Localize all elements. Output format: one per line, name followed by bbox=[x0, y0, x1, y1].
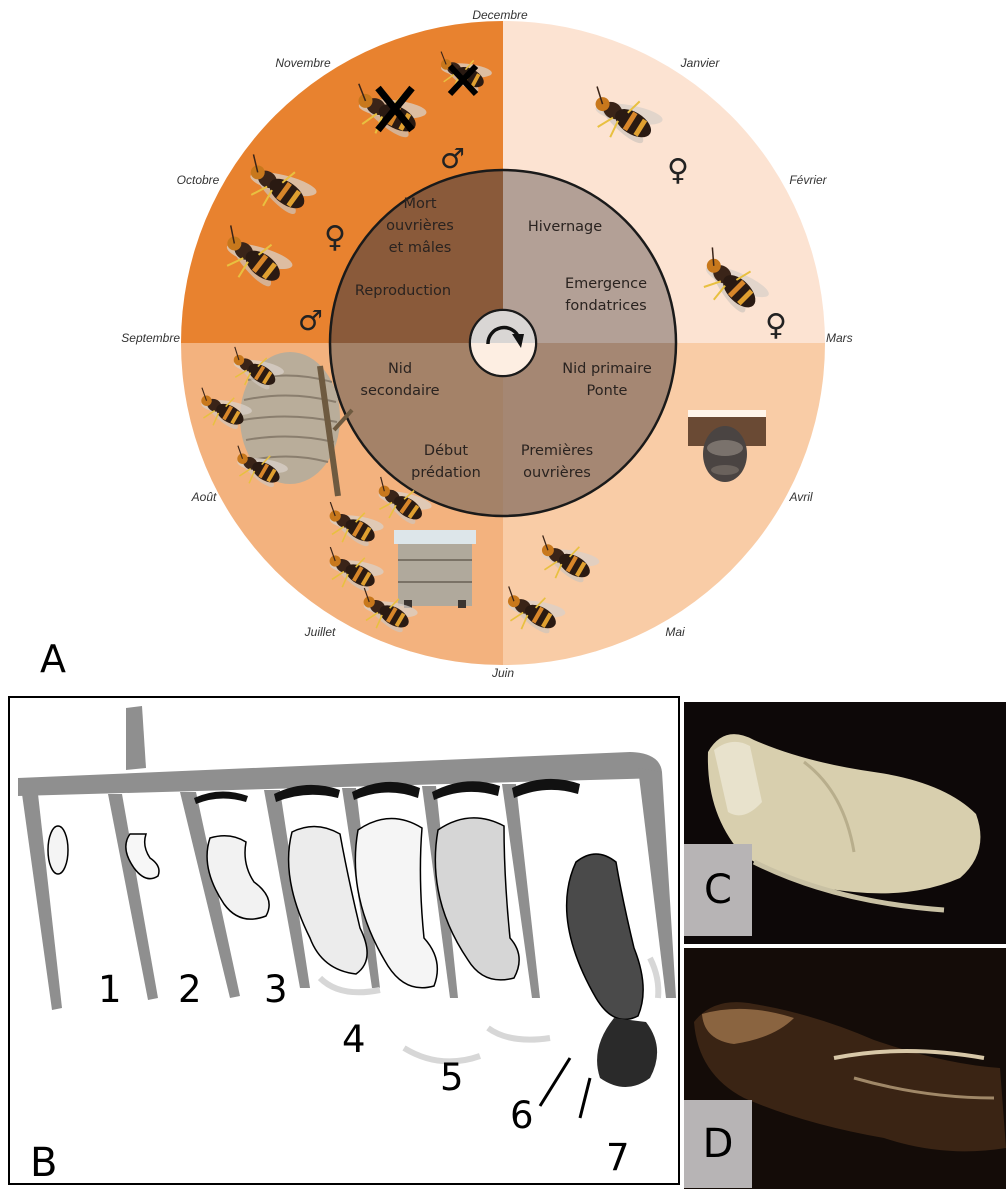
phase-premieres-ouvrieres-line1: Premières bbox=[521, 443, 593, 459]
stage-number-3: 3 bbox=[264, 968, 288, 1011]
phase-emergence-line2: fondatrices bbox=[565, 298, 646, 314]
panel-d-pupa-photo: D bbox=[684, 948, 1006, 1189]
stage-number-1: 1 bbox=[98, 968, 122, 1011]
phase-debut-predation-line2: prédation bbox=[411, 465, 481, 481]
phase-mort-line2: ouvrières bbox=[386, 218, 454, 234]
phase-nid-secondaire-line2: secondaire bbox=[360, 383, 439, 399]
stage-number-2: 2 bbox=[178, 968, 202, 1011]
stage-number-6: 6 bbox=[510, 1094, 534, 1137]
female-symbol-icon: ♀ bbox=[667, 153, 689, 188]
panel-b-letter: B bbox=[30, 1140, 57, 1183]
panel-d-letter: D bbox=[684, 1100, 752, 1188]
panel-a-letter: A bbox=[40, 637, 66, 681]
cycle-arrow-icon bbox=[470, 310, 536, 376]
prepupa-stage bbox=[355, 818, 437, 987]
life-cycle-diagram: Decembre Janvier Février Mars Avril Mai … bbox=[0, 0, 1006, 690]
female-symbol-icon: ♀ bbox=[765, 308, 787, 343]
phase-debut-predation-line1: Début bbox=[424, 443, 468, 459]
phase-mort-line3: et mâles bbox=[389, 240, 452, 256]
female-symbol-icon: ♀ bbox=[324, 220, 346, 255]
month-fevrier: Février bbox=[789, 173, 827, 187]
month-mai: Mai bbox=[665, 625, 685, 639]
month-novembre: Novembre bbox=[275, 56, 331, 70]
phase-nid-primaire-line1: Nid primaire bbox=[562, 361, 652, 377]
month-juin: Juin bbox=[491, 666, 514, 680]
male-symbol-icon: ♂ bbox=[298, 304, 323, 337]
month-juillet: Juillet bbox=[304, 625, 336, 639]
phase-mort-line1: Mort bbox=[403, 196, 436, 212]
beehive-image bbox=[394, 530, 476, 608]
panel-c-letter: C bbox=[684, 844, 752, 936]
phase-emergence-line1: Emergence bbox=[565, 276, 647, 292]
phase-nid-secondaire-line1: Nid bbox=[388, 361, 412, 377]
stage-number-4: 4 bbox=[342, 1018, 366, 1061]
panel-c-pupa-photo: C bbox=[684, 702, 1006, 944]
phase-premieres-ouvrieres-line2: ouvrières bbox=[523, 465, 591, 481]
stage-number-7: 7 bbox=[606, 1136, 630, 1179]
month-septembre: Septembre bbox=[121, 331, 180, 345]
phase-hivernage: Hivernage bbox=[528, 219, 602, 235]
adult-hornet-stage bbox=[540, 854, 657, 1118]
panel-b-development-stages: 1 2 3 4 5 6 7 B bbox=[8, 696, 680, 1185]
month-avril: Avril bbox=[788, 490, 812, 504]
comb-cross-section-diagram: 1 2 3 4 5 6 7 B bbox=[10, 698, 678, 1183]
month-aout: Août bbox=[191, 490, 217, 504]
phase-reproduction: Reproduction bbox=[355, 283, 451, 299]
month-janvier: Janvier bbox=[680, 56, 721, 70]
panel-a-life-cycle: Decembre Janvier Février Mars Avril Mai … bbox=[0, 0, 1006, 690]
stage-number-5: 5 bbox=[440, 1056, 464, 1099]
phase-nid-primaire-line2: Ponte bbox=[587, 383, 628, 399]
male-symbol-icon: ♂ bbox=[440, 142, 465, 175]
month-octobre: Octobre bbox=[177, 173, 220, 187]
month-mars: Mars bbox=[826, 331, 853, 345]
month-decembre: Decembre bbox=[472, 8, 528, 22]
egg-stage bbox=[48, 826, 68, 874]
